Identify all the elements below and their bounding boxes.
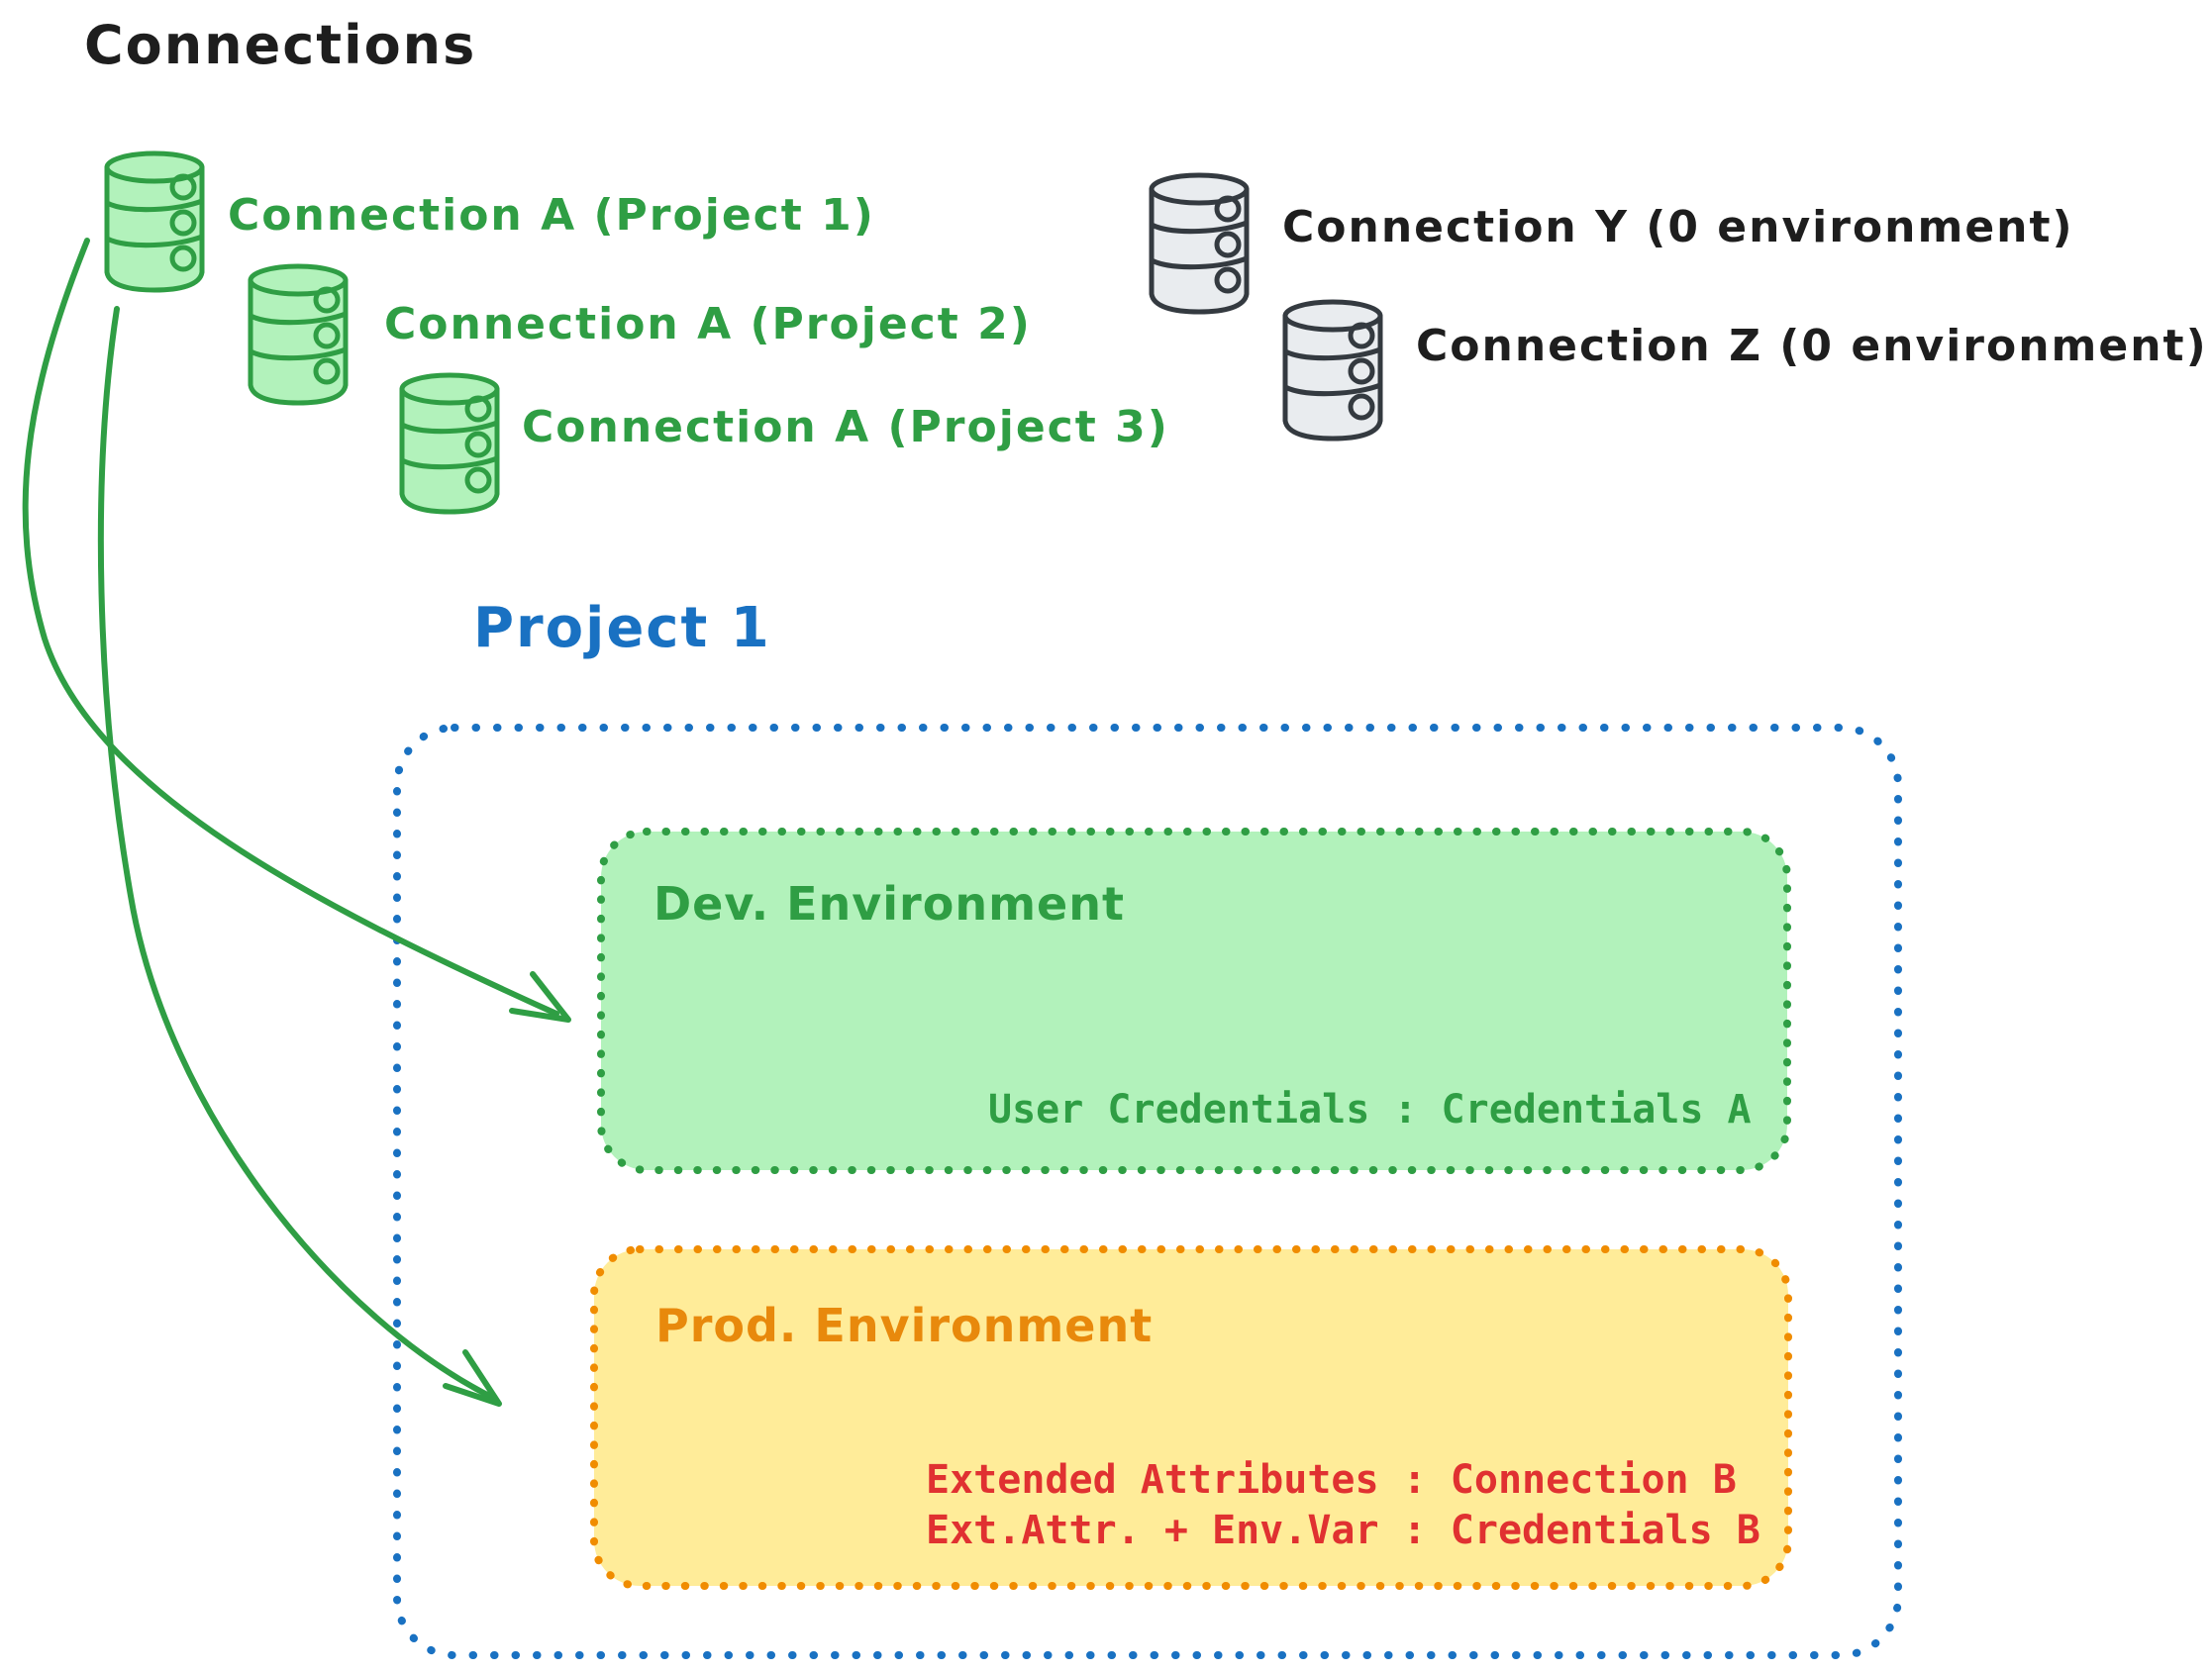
connection-z-label: Connection Z (0 environment) — [1416, 321, 2208, 371]
project-1-title: Project 1 — [473, 596, 771, 660]
prod-environment-title: Prod. Environment — [655, 1299, 1154, 1352]
database-icon — [394, 368, 505, 515]
database-icon — [99, 147, 210, 293]
connection-a-project-3-label: Connection A (Project 3) — [522, 402, 1169, 452]
prod-environment-box — [590, 1245, 1792, 1590]
dev-environment-credentials-mapping: User Credentials : Credentials A — [988, 1087, 1752, 1132]
dev-environment-box — [597, 828, 1791, 1174]
arrow-connection-a-to-prod — [97, 306, 502, 1407]
connection-y-label: Connection Y (0 environment) — [1282, 202, 2074, 252]
prod-mapping-line-2: Ext.Attr. + Env.Var : Credentials B — [926, 1508, 1760, 1553]
connection-a-project-2-label: Connection A (Project 2) — [384, 299, 1032, 349]
project-1-boundary-box — [393, 724, 1902, 1659]
prod-environment-credentials-mappings: Extended Attributes : Connection B Ext.A… — [926, 1455, 1760, 1556]
arrow-connection-a-to-dev — [22, 238, 571, 1023]
database-icon — [243, 259, 353, 406]
database-icon — [1277, 295, 1388, 442]
prod-mapping-line-1: Extended Attributes : Connection B — [926, 1457, 1737, 1503]
database-icon — [1144, 168, 1255, 315]
diagram-title: Connections — [84, 14, 477, 76]
dev-environment-title: Dev. Environment — [654, 877, 1125, 931]
connection-a-project-1-label: Connection A (Project 1) — [228, 190, 875, 241]
